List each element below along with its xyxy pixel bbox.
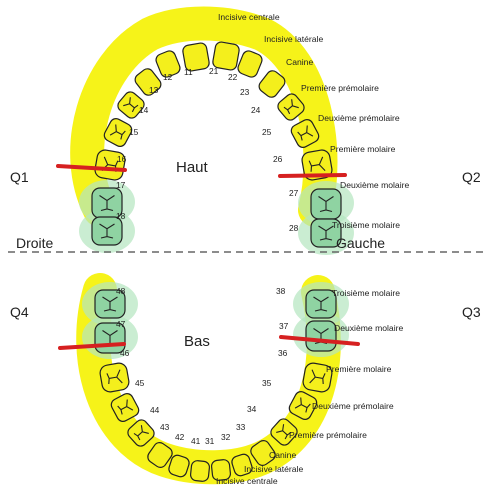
tooth-number: 34 (247, 404, 257, 414)
lower-jaw-label: Bas (184, 333, 210, 350)
tooth-number: 41 (191, 436, 201, 446)
tooth-number: 16 (117, 154, 127, 164)
tooth-number: 42 (175, 432, 185, 442)
tooth-number: 35 (262, 378, 272, 388)
lower-tooth-name: Première prémolaire (289, 430, 367, 440)
tooth-number: 48 (116, 286, 126, 296)
upper-tooth-name: Incisive latérale (264, 34, 323, 44)
lower-tooth-name: Incisive centrale (216, 476, 278, 486)
cut-line-upper-left (280, 175, 345, 176)
tooth-number: 13 (149, 85, 159, 95)
tooth-number: 38 (276, 286, 286, 296)
lower-tooth-name: Deuxième molaire (334, 323, 403, 333)
quadrant-q1-label: Q1 (10, 169, 29, 185)
tooth-18[interactable] (92, 217, 122, 245)
tooth-number: 47 (116, 319, 126, 329)
lower-tooth-name: Canine (269, 450, 296, 460)
tooth-number: 24 (251, 105, 261, 115)
lower-tooth-name: Première molaire (326, 364, 392, 374)
tooth-number: 14 (139, 105, 149, 115)
tooth-number: 21 (209, 66, 219, 76)
tooth-crown (190, 460, 210, 482)
tooth-number: 44 (150, 405, 160, 415)
tooth-number: 11 (184, 67, 193, 77)
right-side-label: Droite (16, 235, 54, 251)
upper-jaw-label: Haut (176, 159, 209, 176)
lower-tooth-name: Deuxième prémolaire (312, 401, 394, 411)
left-side-label: Gauche (336, 235, 385, 251)
upper-tooth-name: Canine (286, 57, 313, 67)
tooth-number: 36 (278, 348, 288, 358)
upper-tooth-name: Deuxième prémolaire (318, 113, 400, 123)
tooth-number: 18 (116, 211, 126, 221)
quadrant-q3-label: Q3 (462, 304, 481, 320)
upper-tooth-name: Incisive centrale (218, 12, 280, 22)
tooth-46[interactable] (99, 362, 130, 393)
tooth-number: 43 (160, 422, 170, 432)
upper-tooth-name: Troisième molaire (332, 220, 400, 230)
tooth-number: 33 (236, 422, 246, 432)
tooth-number: 12 (163, 72, 173, 82)
lower-tooth-name: Incisive latérale (244, 464, 303, 474)
tooth-crown (133, 66, 164, 97)
tooth-number: 17 (116, 180, 126, 190)
upper-tooth-name: Première molaire (330, 144, 396, 154)
tooth-13[interactable] (133, 66, 164, 97)
tooth-number: 28 (289, 223, 299, 233)
tooth-number: 27 (289, 188, 299, 198)
upper-tooth-name: Première prémolaire (301, 83, 379, 93)
tooth-number: 45 (135, 378, 145, 388)
tooth-number: 37 (279, 321, 289, 331)
tooth-number: 31 (205, 436, 215, 446)
tooth-number: 25 (262, 127, 272, 137)
tooth-number: 46 (120, 348, 130, 358)
tooth-number: 23 (240, 87, 250, 97)
tooth-number: 22 (228, 72, 238, 82)
tooth-number: 26 (273, 154, 283, 164)
upper-tooth-name: Deuxième molaire (340, 180, 409, 190)
lower-tooth-name: Troisième molaire (332, 288, 400, 298)
tooth-37[interactable] (306, 321, 336, 351)
tooth-22[interactable] (236, 49, 264, 79)
tooth-number: 32 (221, 432, 231, 442)
quadrant-q2-label: Q2 (462, 169, 481, 185)
tooth-number: 15 (129, 127, 139, 137)
tooth-41[interactable] (190, 460, 210, 482)
quadrant-q4-label: Q4 (10, 304, 29, 320)
tooth-27[interactable] (311, 189, 341, 219)
tooth-crown (236, 49, 264, 79)
